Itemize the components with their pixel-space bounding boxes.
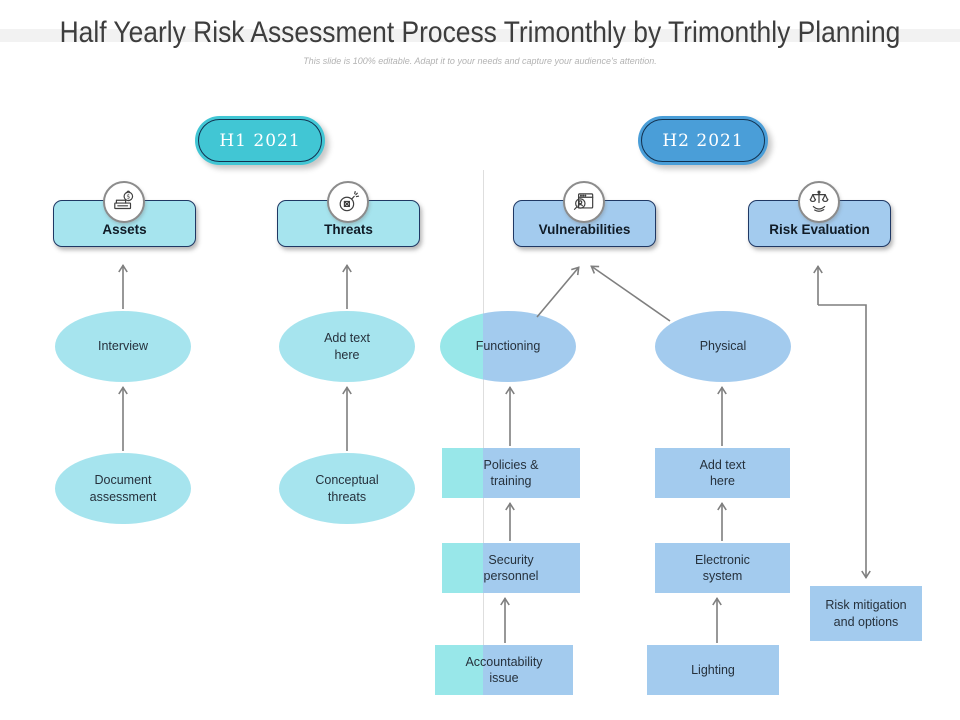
node-threats-add-text-label: Add text here xyxy=(324,331,370,362)
node-risk-add-text-label: Add text here xyxy=(699,457,746,488)
node-policies-training-label: Policies & training xyxy=(483,457,539,488)
node-conceptual-threats: Conceptual threats xyxy=(279,453,415,524)
title-background-strip xyxy=(0,29,960,42)
node-functioning: Functioning xyxy=(440,311,576,382)
node-accountability-issue-label: Accountability issue xyxy=(465,654,543,685)
bomb-icon xyxy=(327,181,369,223)
node-risk-mitigation-label: Risk mitigation and options xyxy=(825,598,907,629)
badge-h2-2021: H2 2021 xyxy=(638,116,768,165)
arrow-physical-to-vulnerabilities xyxy=(590,265,671,322)
arrow-down-to-risk-mitigation xyxy=(818,304,871,579)
node-physical: Physical xyxy=(655,311,791,382)
header-assets-label: Assets xyxy=(102,222,147,237)
header-assets: Assets xyxy=(53,200,196,247)
vulnerability-scan-icon xyxy=(563,181,605,223)
badge-h2-label: H2 2021 xyxy=(662,130,744,151)
node-functioning-label: Functioning xyxy=(475,339,541,354)
scales-hand-icon xyxy=(798,181,840,223)
arrow-functioning-to-vulnerabilities xyxy=(536,266,580,318)
node-physical-label: Physical xyxy=(699,339,747,354)
badge-h1-label: H1 2021 xyxy=(219,130,301,151)
node-threats-add-text: Add text here xyxy=(279,311,415,382)
node-document-assessment-label: Document assessment xyxy=(89,473,157,504)
node-accountability-issue: Accountability issue xyxy=(435,645,573,695)
header-vulnerabilities-label: Vulnerabilities xyxy=(538,222,631,237)
slide-title: Half Yearly Risk Assessment Process Trim… xyxy=(59,16,901,49)
node-lighting: Lighting xyxy=(647,645,779,695)
node-document-assessment: Document assessment xyxy=(55,453,191,524)
node-risk-add-text: Add text here xyxy=(655,448,790,498)
cash-register-icon: $ xyxy=(103,181,145,223)
badge-h1-2021: H1 2021 xyxy=(195,116,325,165)
slide-subtitle: This slide is 100% editable. Adapt it to… xyxy=(303,56,657,66)
node-policies-training: Policies & training xyxy=(442,448,580,498)
node-electronic-system: Electronic system xyxy=(655,543,790,593)
node-conceptual-threats-label: Conceptual threats xyxy=(315,473,379,504)
node-security-personnel: Security personnel xyxy=(442,543,580,593)
node-security-personnel-label: Security personnel xyxy=(483,552,539,583)
header-threats-label: Threats xyxy=(324,222,373,237)
node-electronic-system-label: Electronic system xyxy=(695,552,750,583)
header-risk-evaluation-label: Risk Evaluation xyxy=(769,222,870,237)
half-year-divider-line xyxy=(483,170,484,695)
node-risk-mitigation: Risk mitigation and options xyxy=(810,586,922,641)
node-interview: Interview xyxy=(55,311,191,382)
node-lighting-label: Lighting xyxy=(691,662,735,677)
node-interview-label: Interview xyxy=(97,339,149,354)
svg-text:$: $ xyxy=(126,194,130,201)
